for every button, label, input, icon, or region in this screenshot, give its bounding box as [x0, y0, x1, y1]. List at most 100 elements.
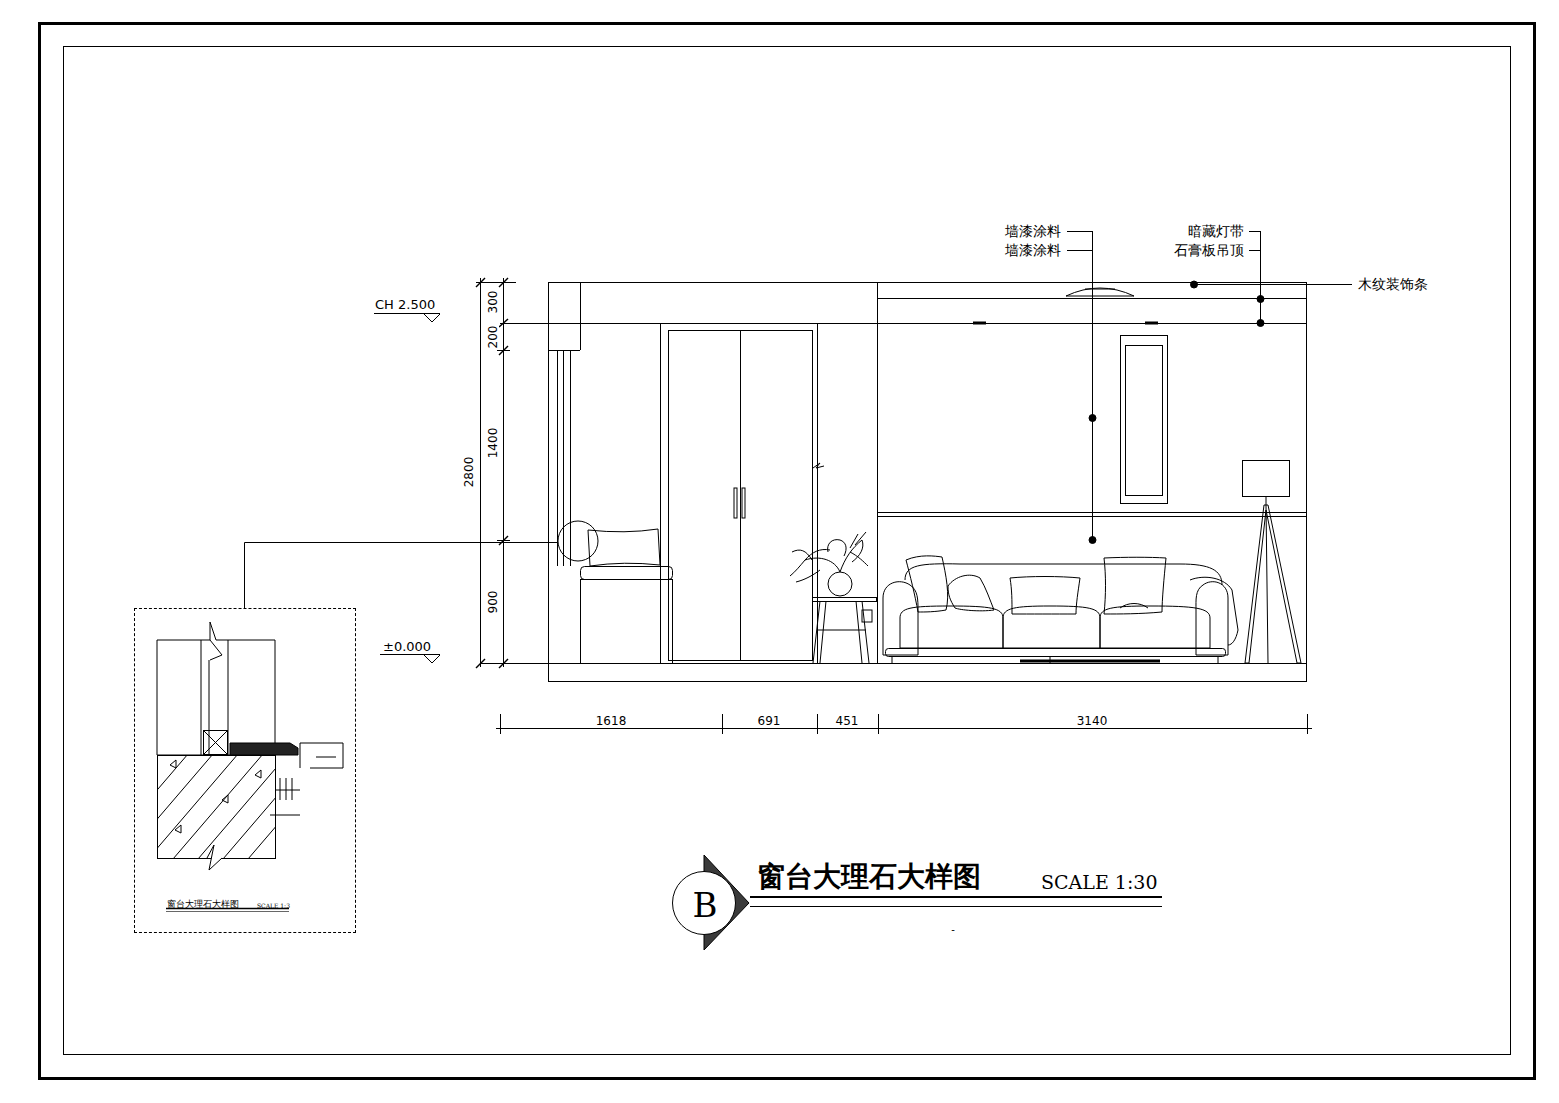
marble-sill-detail — [157, 755, 275, 858]
marble-sill-detail — [292, 778, 293, 800]
floor-lamp — [1243, 461, 1290, 497]
side-table-plant — [792, 550, 820, 582]
floor-lamp — [1243, 461, 1302, 664]
elevation-outline — [1145, 322, 1158, 325]
window-seat — [581, 529, 673, 664]
sofa — [1120, 604, 1148, 609]
dimension-lines — [499, 536, 508, 545]
elevation-outline — [570, 350, 571, 566]
node-text: B — [693, 888, 718, 922]
marble-sill-detail — [343, 743, 344, 768]
dimension-lines — [499, 278, 508, 287]
dimension: 2800 — [463, 456, 475, 489]
wardrobe — [661, 324, 825, 664]
marble-sill-detail — [201, 640, 202, 755]
side-table-plant — [850, 532, 866, 548]
title-symbol — [750, 906, 1162, 907]
marble-sill-detail — [210, 640, 222, 660]
marble-sill-detail — [276, 790, 300, 791]
callout-text: 暗藏灯带 — [1187, 224, 1245, 238]
elevation-outline — [580, 282, 581, 350]
marble-sill-detail — [230, 755, 275, 858]
marble-sill-detail — [204, 731, 228, 755]
marble-sill-detail — [228, 640, 275, 755]
elevation-outline — [1085, 289, 1115, 290]
dimension-lines — [476, 282, 516, 283]
window-seat — [588, 529, 660, 566]
callout-leaders — [1067, 231, 1092, 232]
marble-sill-detail — [286, 778, 287, 800]
detail-leader — [558, 521, 598, 561]
mark: - — [950, 925, 956, 935]
callout-text: 木纹装饰条 — [1357, 277, 1429, 291]
dimension: 451 — [835, 715, 860, 727]
elevation-outline — [549, 283, 1307, 682]
elevation-outline — [877, 512, 1306, 513]
window-seat — [581, 580, 673, 664]
dimension-lines — [1307, 714, 1308, 734]
dimension-lines — [817, 714, 818, 734]
scale-note: SCALE 1:30 — [1040, 873, 1158, 892]
marble-sill-detail — [170, 760, 176, 768]
callout-leaders — [1092, 231, 1093, 540]
callout-leaders — [1249, 231, 1260, 232]
elevation-outline — [1066, 288, 1134, 296]
section-circle: B — [672, 871, 736, 935]
marble-sill-detail — [80, 622, 350, 880]
marble-sill-detail — [280, 778, 281, 800]
dimension-lines — [476, 278, 485, 287]
marble-sill-detail — [157, 755, 200, 858]
level-mark: CH 2.500 — [374, 298, 436, 311]
dimension: 1400 — [487, 427, 499, 460]
elevation-outline — [877, 516, 1306, 517]
dimension-lines — [499, 346, 508, 355]
sofa — [900, 606, 1003, 648]
callout-leaders — [1257, 320, 1264, 327]
floor-lamp — [1266, 505, 1268, 663]
marble-sill-detail — [209, 660, 210, 755]
dimension: 691 — [757, 715, 782, 727]
node-text: SCALE 1:3 — [257, 903, 290, 909]
mirror — [1121, 336, 1168, 504]
marble-sill-detail — [157, 755, 275, 858]
drawing-title: 窗台大理石大样图 — [757, 863, 981, 891]
window-seat — [581, 567, 673, 580]
marble-sill-detail — [207, 845, 222, 870]
dimension-lines — [476, 278, 1312, 734]
level-marks — [424, 655, 440, 663]
dimension-lines — [499, 659, 508, 668]
dimension-lines — [499, 319, 508, 327]
side-table-plant — [813, 601, 820, 663]
detail-leader — [245, 543, 559, 609]
marble-sill-detail — [300, 743, 343, 744]
sofa — [883, 556, 1238, 663]
detail-leader — [245, 521, 599, 608]
marble-sill-detail — [300, 743, 301, 768]
dimension-lines — [503, 278, 504, 667]
sheet-frame — [40, 24, 1535, 1079]
level-marks — [424, 314, 440, 322]
callout-leaders — [1257, 296, 1264, 303]
dimension-lines — [878, 714, 879, 734]
level-marks — [380, 654, 440, 655]
callout-leaders — [1067, 231, 1352, 544]
side-table-plant — [856, 601, 862, 663]
dimension: 3140 — [1076, 715, 1109, 727]
elevation-outline — [877, 298, 1306, 299]
sofa — [948, 575, 994, 611]
side-table-plant — [813, 598, 877, 602]
marble-sill-detail — [255, 770, 261, 778]
sofa — [1010, 577, 1080, 615]
dimension-lines — [722, 714, 723, 734]
sofa — [1104, 557, 1166, 614]
side-table-plant — [820, 601, 826, 663]
sofa — [905, 564, 1222, 585]
marble-sill-detail — [180, 755, 275, 858]
side-table-plant — [828, 572, 852, 596]
side-table-plant — [818, 630, 866, 631]
wardrobe — [734, 488, 737, 518]
marble-sill-detail — [203, 730, 228, 755]
dimension-lines — [496, 728, 1312, 729]
